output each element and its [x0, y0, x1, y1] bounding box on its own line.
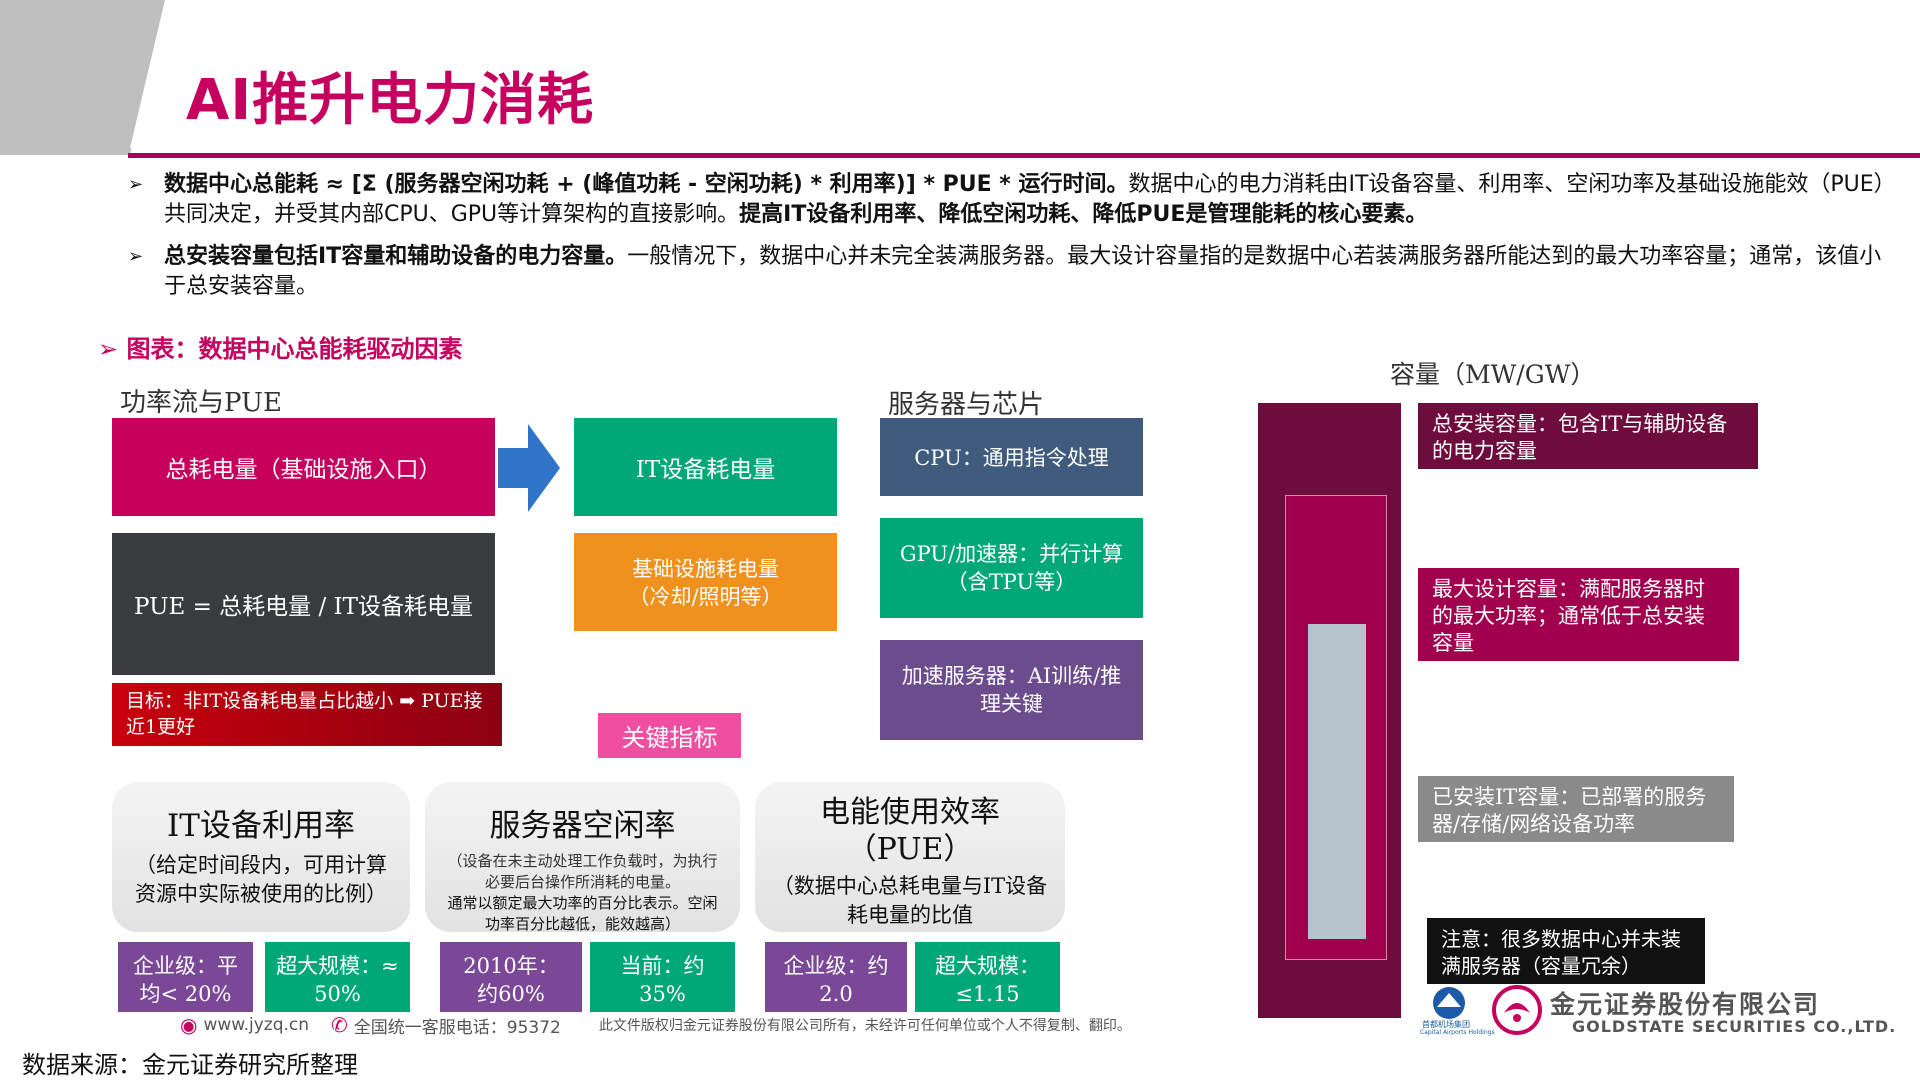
- kpi-description: （设备在未主动处理工作负载时，为执行必要后台操作所消耗的电量。: [447, 852, 718, 891]
- airport-group-label: 首都机场集团: [1422, 1020, 1470, 1029]
- bullet-energy-formula: ➢ 数据中心总能耗 ≈ [Σ (服务器空闲功耗 + (峰值功耗 - 空闲功耗) …: [128, 170, 1890, 230]
- footer-contact-bar: ◉ www.jyzq.cn ✆ 全国统一客服电话：95372 此文件版权归金元证…: [180, 1012, 1180, 1038]
- infra-power-note: （冷却/照明等）: [628, 585, 783, 609]
- company-logo-area: 首都机场集团 Capital Airports Holdings 金元证券股份有…: [1420, 985, 1920, 1040]
- key-metrics-label: 关键指标: [598, 713, 741, 758]
- section-servers-chips: 服务器与芯片: [888, 390, 1045, 420]
- pue-goal-box: 目标：非IT设备耗电量占比越小 ➡ PUE接近1更好: [112, 683, 502, 746]
- bullet-text: 一般情况下，数据中心并未完全装满服务器。最大设计容量指的是数据中心若装满服务器所…: [164, 244, 1882, 299]
- capacity-it-label: 已安装IT容量：已部署的服务器/存储/网络设备功率: [1418, 776, 1734, 842]
- accel-label-2: 理关键: [980, 692, 1043, 716]
- airport-group-logo-icon: [1433, 987, 1465, 1019]
- data-source: 数据来源：金元证券研究所整理: [22, 1051, 358, 1079]
- kpi-description: （数据中心总耗电量与IT设备耗电量的比值: [772, 874, 1048, 927]
- infra-power-label: 基础设施耗电量: [632, 557, 779, 581]
- company-name-cn: 金元证券股份有限公司: [1550, 990, 1821, 1019]
- capacity-it-bar: [1308, 624, 1366, 939]
- bullet-bold-text: 提高IT设备利用率、降低空闲功耗、降低PUE是管理能耗的核心要素。: [739, 202, 1428, 227]
- total-power-box: 总耗电量（基础设施入口）: [112, 418, 495, 516]
- title-divider: [128, 153, 1920, 158]
- kpi-title: 电能使用效率: [820, 795, 1000, 830]
- capacity-total-label: 总安装容量：包含IT与辅助设备的电力容量: [1418, 403, 1758, 469]
- arrow-bullet-icon: ➢: [98, 335, 127, 363]
- bullet-bold-text: 总安装容量包括IT容量和辅助设备的电力容量。: [164, 244, 628, 269]
- gpu-note: （含TPU等）: [946, 570, 1077, 594]
- globe-icon: ◉: [180, 1013, 198, 1037]
- kpi-card-it-utilization: IT设备利用率 （给定时间段内，可用计算资源中实际被使用的比例）: [112, 782, 410, 932]
- bullet-text: 数据中心的电力消耗由IT设备容量、利用率、空闲功率及基础设施能效（PUE）共同决…: [164, 172, 1885, 227]
- kpi-tag-hyperscale: 超大规模：≈ 50%: [265, 942, 410, 1012]
- kpi-description: （给定时间段内，可用计算资源中实际被使用的比例）: [135, 853, 387, 906]
- kpi-card-server-idle: 服务器空闲率 （设备在未主动处理工作负载时，为执行必要后台操作所消耗的电量。 通…: [425, 782, 740, 933]
- infra-power-box: 基础设施耗电量 （冷却/照明等）: [574, 533, 837, 631]
- airport-group-label-en: Capital Airports Holdings: [1420, 1029, 1495, 1036]
- gpu-box: GPU/加速器：并行计算 （含TPU等）: [880, 518, 1143, 618]
- accel-label: 加速服务器：AI训练/推: [901, 664, 1122, 688]
- bullet-bold-text: 数据中心总能耗 ≈ [Σ (服务器空闲功耗 + (峰值功耗 - 空闲功耗) * …: [164, 172, 1129, 197]
- kpi-tag-current: 当前：约35%: [590, 942, 735, 1012]
- capacity-max-label: 最大设计容量：满配服务器时的最大功率；通常低于总安装容量: [1418, 568, 1739, 661]
- kpi-tag-2010: 2010年：约60%: [440, 942, 582, 1012]
- section-power-flow: 功率流与PUE: [120, 388, 282, 418]
- flow-arrow-icon: [498, 424, 560, 512]
- bullet-capacity: ➢ 总安装容量包括IT容量和辅助设备的电力容量。一般情况下，数据中心并未完全装满…: [128, 242, 1890, 302]
- accel-server-box: 加速服务器：AI训练/推 理关键: [880, 640, 1143, 740]
- gpu-label: GPU/加速器：并行计算: [899, 542, 1124, 566]
- arrow-bullet-icon: ➢: [128, 174, 144, 195]
- cpu-box: CPU：通用指令处理: [880, 418, 1143, 496]
- kpi-tag-enterprise: 企业级：平均< 20%: [118, 942, 253, 1012]
- arrow-bullet-icon: ➢: [128, 246, 144, 267]
- capacity-title: 容量（MW/GW）: [1390, 360, 1596, 389]
- kpi-title: IT设备利用率: [167, 808, 355, 844]
- company-name-en: GOLDSTATE SECURITIES CO.,LTD.: [1572, 1017, 1897, 1036]
- header-decoration: [0, 0, 1920, 155]
- goldstate-logo-icon: [1492, 985, 1542, 1035]
- capacity-note: 注意：很多数据中心并未装满服务器（容量冗余）: [1427, 918, 1705, 984]
- figure-title: ➢ 图表：数据中心总能耗驱动因素: [98, 329, 462, 364]
- phone-icon: ✆: [331, 1013, 348, 1037]
- figure-title-text: 图表：数据中心总能耗驱动因素: [126, 335, 463, 363]
- website-link[interactable]: www.jyzq.cn: [203, 1015, 310, 1035]
- hotline-text: 全国统一客服电话：95372: [353, 1017, 561, 1038]
- kpi-tag-enterprise-pue: 企业级：约2.0: [765, 942, 907, 1012]
- pue-formula-box: PUE = 总耗电量 / IT设备耗电量: [112, 533, 495, 675]
- kpi-tag-hyperscale-pue: 超大规模：≤1.15: [915, 942, 1060, 1012]
- kpi-description-2: 通常以额定最大功率的百分比表示。空闲功率百分比越低，能效越高）: [447, 894, 718, 933]
- kpi-title-2: （PUE）: [846, 832, 974, 867]
- page-title: AI推升电力消耗: [186, 68, 595, 133]
- kpi-title: 服务器空闲率: [489, 808, 676, 844]
- copyright-text: 此文件版权归金元证券股份有限公司所有，未经许可任何单位或个人不得复制、翻印。: [598, 1018, 1131, 1034]
- it-power-box: IT设备耗电量: [574, 418, 837, 516]
- kpi-card-pue: 电能使用效率 （PUE） （数据中心总耗电量与IT设备耗电量的比值: [755, 782, 1065, 932]
